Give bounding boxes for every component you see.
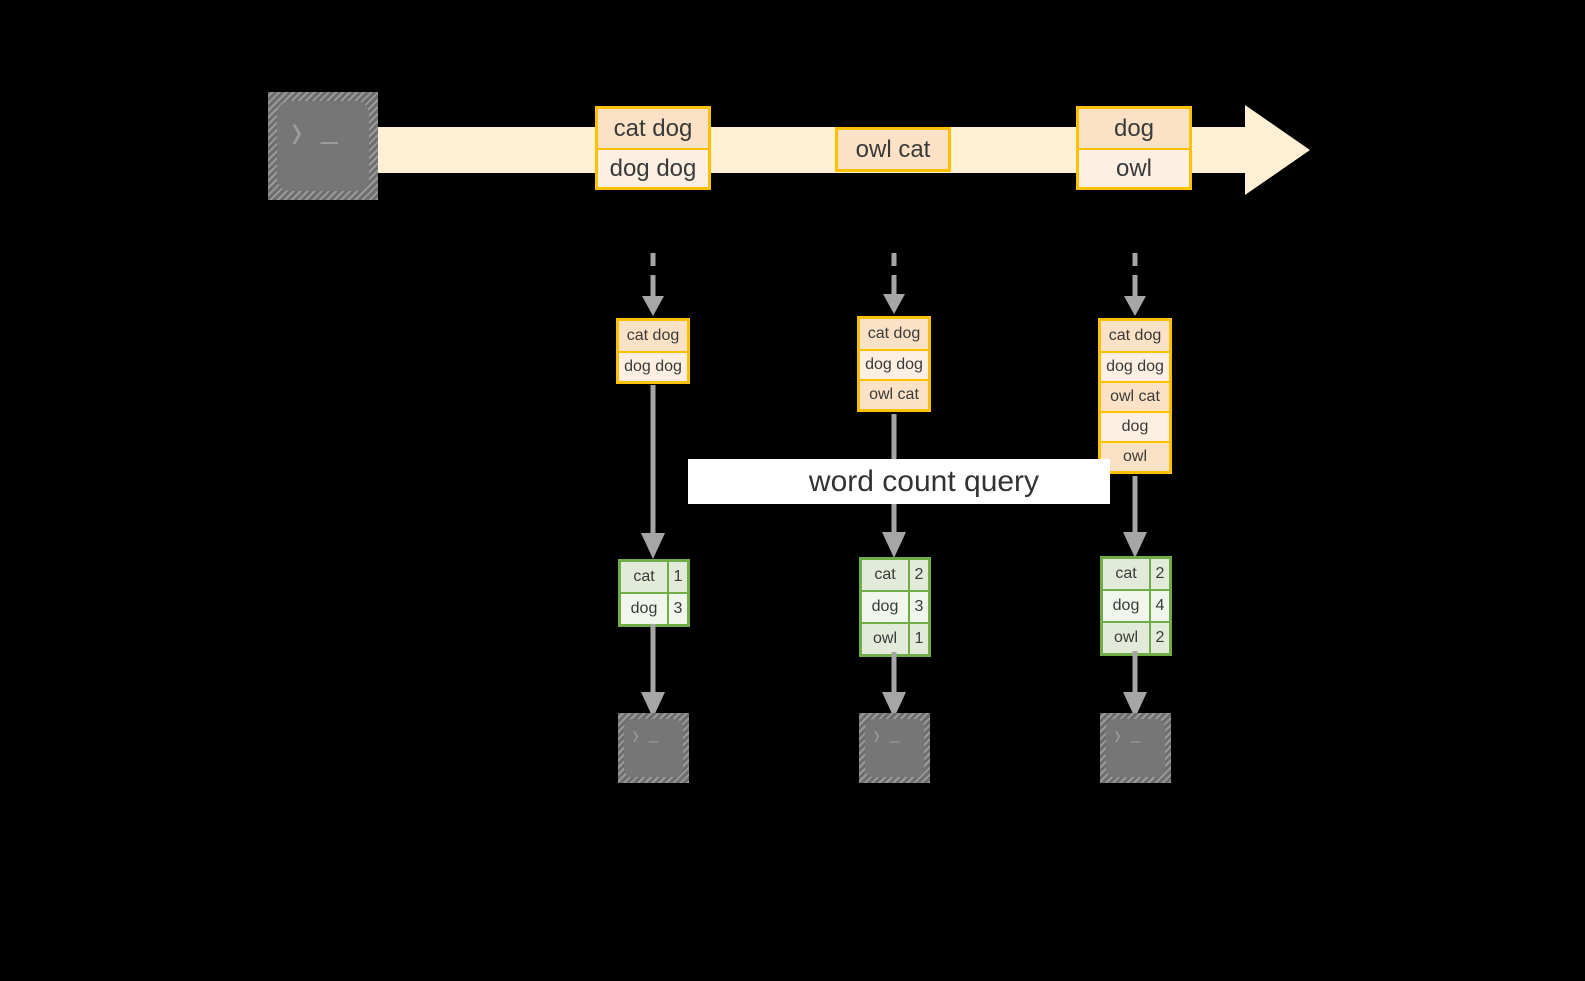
snapshot-input-line: dog dog xyxy=(1101,351,1169,381)
result-word: dog xyxy=(621,594,667,624)
snapshot-input-line: owl cat xyxy=(1101,381,1169,411)
result-count: 3 xyxy=(908,592,928,622)
result-table-col-1: cat 1 dog 3 xyxy=(618,559,690,627)
terminal-cursor-icon: _ xyxy=(1131,724,1141,743)
snapshot-input-line: dog xyxy=(1101,411,1169,441)
snapshot-input-line: dog dog xyxy=(619,351,687,381)
terminal-prompt-chevron-icon: › xyxy=(632,718,639,750)
query-arrow-col-3 xyxy=(1120,476,1150,560)
result-word: dog xyxy=(862,592,908,622)
stream-record-line: owl cat xyxy=(838,130,948,169)
result-word: cat xyxy=(1103,559,1149,589)
source-terminal-icon: › _ xyxy=(268,92,378,200)
result-row: dog 3 xyxy=(621,592,687,624)
result-count: 4 xyxy=(1149,591,1169,621)
result-count: 2 xyxy=(1149,623,1169,653)
stream-record-line: dog dog xyxy=(598,148,708,187)
terminal-cursor-icon: _ xyxy=(890,724,900,743)
sink-arrow-col-1 xyxy=(638,624,668,720)
result-table-col-3: cat 2 dog 4 owl 2 xyxy=(1100,556,1172,656)
snapshot-input-col-1: cat dog dog dog xyxy=(616,318,690,384)
query-arrow-col-1 xyxy=(638,385,668,561)
terminal-prompt-chevron-icon: › xyxy=(291,103,302,159)
result-count: 1 xyxy=(667,562,687,592)
result-row: cat 2 xyxy=(1103,559,1169,589)
result-row: cat 1 xyxy=(621,562,687,592)
sink-terminal-icon-col-3: › _ xyxy=(1100,713,1171,783)
result-table-col-2: cat 2 dog 3 owl 1 xyxy=(859,557,931,657)
result-count: 2 xyxy=(908,560,928,590)
result-word: owl xyxy=(862,624,908,654)
result-row: cat 2 xyxy=(862,560,928,590)
snapshot-input-line: owl xyxy=(1101,441,1169,471)
stream-record-batch-1: cat dog dog dog xyxy=(595,106,711,190)
stream-record-line: cat dog xyxy=(598,109,708,148)
result-word: cat xyxy=(621,562,667,592)
feed-arrow-col-3 xyxy=(1120,253,1150,318)
terminal-cursor-icon: _ xyxy=(649,724,659,743)
terminal-screen: › _ xyxy=(277,101,369,191)
result-word: owl xyxy=(1103,623,1149,653)
result-row: owl 2 xyxy=(1103,621,1169,653)
snapshot-input-line: cat dog xyxy=(619,321,687,351)
terminal-cursor-icon: _ xyxy=(321,112,338,145)
snapshot-input-line: cat dog xyxy=(860,319,928,349)
snapshot-input-col-3: cat dog dog dog owl cat dog owl xyxy=(1098,318,1172,474)
sink-terminal-icon-col-1: › _ xyxy=(618,713,689,783)
sink-terminal-icon-col-2: › _ xyxy=(859,713,930,783)
terminal-prompt-chevron-icon: › xyxy=(873,718,880,750)
query-banner-label: word count query xyxy=(808,464,1040,498)
result-row: dog 4 xyxy=(1103,589,1169,621)
feed-arrow-col-1 xyxy=(638,253,668,318)
result-count: 1 xyxy=(908,624,928,654)
feed-arrow-col-2 xyxy=(879,253,909,316)
result-count: 3 xyxy=(667,594,687,624)
terminal-screen: › _ xyxy=(1106,719,1165,777)
result-row: dog 3 xyxy=(862,590,928,622)
sink-arrow-col-2 xyxy=(879,652,909,720)
snapshot-input-line: cat dog xyxy=(1101,321,1169,351)
stream-record-line: dog xyxy=(1079,109,1189,148)
snapshot-input-line: owl cat xyxy=(860,379,928,409)
stream-record-batch-2: owl cat xyxy=(835,127,951,172)
terminal-prompt-chevron-icon: › xyxy=(1114,718,1121,750)
stream-record-line: owl xyxy=(1079,148,1189,187)
query-banner: word count query xyxy=(688,459,1110,504)
snapshot-input-col-2: cat dog dog dog owl cat xyxy=(857,316,931,412)
terminal-screen: › _ xyxy=(865,719,924,777)
result-count: 2 xyxy=(1149,559,1169,589)
terminal-screen: › _ xyxy=(624,719,683,777)
sink-arrow-col-3 xyxy=(1120,651,1150,720)
result-word: cat xyxy=(862,560,908,590)
stream-record-batch-3: dog owl xyxy=(1076,106,1192,190)
result-word: dog xyxy=(1103,591,1149,621)
snapshot-input-line: dog dog xyxy=(860,349,928,379)
result-row: owl 1 xyxy=(862,622,928,654)
